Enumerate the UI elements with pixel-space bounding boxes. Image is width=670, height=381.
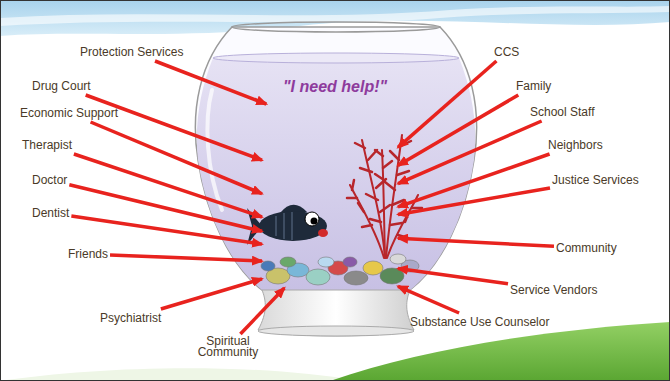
label-text: Psychiatrist (100, 311, 161, 325)
help-arrow (398, 286, 459, 313)
help-arrow (398, 95, 518, 165)
stone (306, 269, 330, 285)
fish-eye (305, 212, 319, 226)
help-arrow (69, 185, 262, 232)
support-label: Service Vendors (510, 283, 597, 297)
fish (247, 205, 328, 245)
bowl-stand (258, 290, 414, 336)
fish-body (259, 211, 327, 241)
support-label: Dentist (32, 206, 69, 220)
support-label: Psychiatrist (100, 311, 161, 325)
sky-streak (0, 6, 670, 26)
label-text: Neighbors (548, 138, 603, 152)
plant-leaves (375, 150, 392, 180)
help-arrow (398, 61, 496, 147)
support-label: Economic Support (20, 106, 118, 120)
bowl-glass (195, 27, 476, 290)
stone (390, 254, 406, 264)
support-label: CCS (494, 45, 519, 59)
label-text: Spiritual Community (190, 336, 266, 358)
help-arrow (86, 95, 262, 160)
help-arrow (161, 279, 262, 309)
label-text: Family (516, 79, 551, 93)
label-text: Protection Services (80, 45, 183, 59)
support-label: Protection Services (80, 45, 183, 59)
support-label: Doctor (32, 173, 67, 187)
stone (280, 257, 296, 267)
help-arrow (398, 188, 550, 215)
fish-stripes (276, 212, 292, 240)
fishbowl-node: "I need help!" (262, 104, 398, 288)
help-arrow (398, 154, 550, 207)
support-label: Therapist (22, 138, 72, 152)
label-text: Service Vendors (510, 283, 597, 297)
help-arrow (398, 268, 508, 283)
label-text: School Staff (530, 105, 595, 119)
label-text: Dentist (32, 206, 69, 220)
stone (318, 257, 334, 267)
support-label: Neighbors (548, 138, 603, 152)
stone (344, 271, 368, 285)
help-arrow (155, 61, 266, 104)
fish-pupil (311, 218, 318, 225)
support-label: Community (556, 241, 617, 255)
support-label: Substance Use Counselor (410, 315, 549, 329)
support-label: Friends (68, 247, 108, 261)
stone (363, 261, 383, 275)
stone (261, 261, 275, 271)
support-label: Drug Court (32, 79, 91, 93)
light-hill (0, 368, 360, 381)
speech-text: "I need help!" (283, 78, 387, 96)
support-label: Justice Services (552, 173, 639, 187)
plant-leaves (347, 180, 422, 238)
glass-highlight (207, 90, 222, 210)
support-label: Family (516, 79, 551, 93)
support-label: School Staff (530, 105, 595, 119)
label-text: Doctor (32, 173, 67, 187)
help-arrow (398, 238, 554, 246)
bowl-rim (232, 22, 440, 32)
help-arrow (110, 255, 262, 261)
stone (343, 257, 357, 267)
label-text: Drug Court (32, 79, 91, 93)
label-text: CCS (494, 45, 519, 59)
label-text: Economic Support (20, 106, 118, 120)
fish-mouth (318, 229, 328, 237)
label-text: Friends (68, 247, 108, 261)
stand-base (258, 326, 414, 336)
label-text: Justice Services (552, 173, 639, 187)
label-text: Community (556, 241, 617, 255)
stones (261, 254, 419, 285)
help-arrow (91, 122, 262, 194)
help-arrow (71, 216, 262, 244)
label-text: Therapist (22, 138, 72, 152)
help-arrow (398, 121, 542, 184)
help-arrow (240, 288, 284, 334)
support-label: Spiritual Community (190, 336, 266, 358)
water-surface (213, 53, 459, 63)
label-text: Substance Use Counselor (410, 315, 549, 329)
